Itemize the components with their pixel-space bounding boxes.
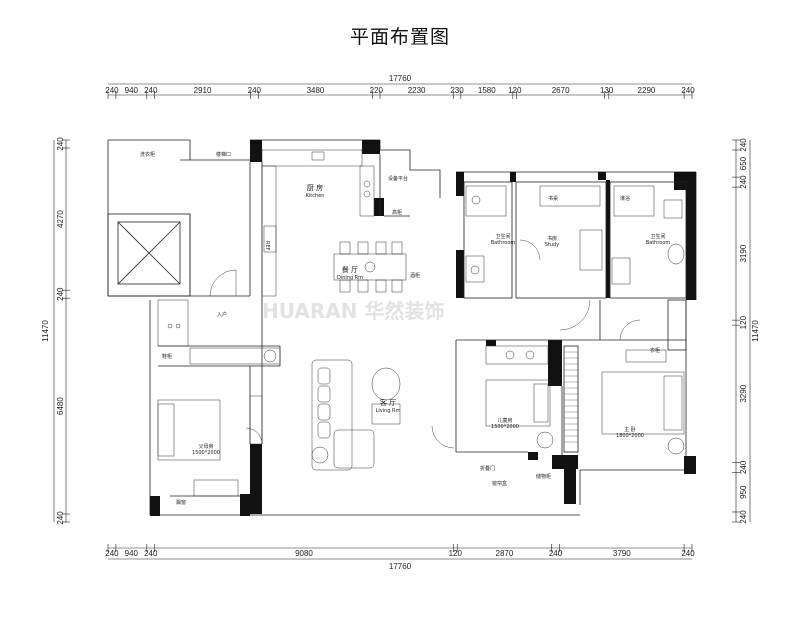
top-dim-segment-label: 240 [105, 86, 119, 95]
note-wash-shelf: 洗衣柜 [140, 151, 155, 158]
bed-left-size: 1500*2000 [192, 450, 220, 456]
bottom-dim-segment-label: 940 [125, 549, 139, 558]
stair-hatch [564, 351, 578, 443]
left-dim-segment-label: 240 [56, 137, 65, 151]
bath1-en: Bathroom [491, 240, 516, 246]
bottom-dim-segment-label: 240 [681, 549, 695, 558]
left-dim-segment-label: 6480 [56, 397, 65, 415]
bath2-en: Bathroom [646, 240, 671, 246]
right-dim-segment-label: 120 [739, 315, 748, 329]
note-desk: 书桌 [548, 195, 558, 202]
top-dim-segment-label: 2290 [638, 86, 656, 95]
bottom-dim-segment-label: 2870 [496, 549, 514, 558]
top-dim-segment-label: 240 [144, 86, 158, 95]
top-dim-segment-label: 230 [450, 86, 464, 95]
bathroom-fixtures [465, 185, 685, 285]
note-high-cabinet: 高柜 [392, 209, 402, 216]
bath2-label: 卫生间 [650, 233, 665, 240]
fridge-label: REF [264, 241, 270, 251]
note-wine: 酒柜 [410, 272, 420, 279]
bed-mid-size: 1500*2000 [491, 424, 519, 430]
living-sofa [311, 359, 401, 471]
study-en: Study [545, 242, 559, 248]
top-dimension [108, 83, 692, 96]
top-dim-segment-label: 220 [370, 86, 384, 95]
note-wardrobe: 衣柜 [650, 347, 660, 354]
bottom-dim-segment-label: 240 [144, 549, 158, 558]
bath1-label: 卫生间 [495, 233, 510, 240]
top-dim-segment-label: 240 [681, 86, 695, 95]
note-equip: 设备平台 [388, 175, 408, 182]
right-dimension-segments: 240 650 240 3190 120 3290 240 950 240 [732, 138, 748, 524]
top-dim-segment-label: 2670 [552, 86, 570, 95]
master-bedroom-furniture [601, 349, 685, 455]
bottom-dim-segment-label: 120 [449, 549, 463, 558]
bottom-dim-segment-label: 240 [105, 549, 119, 558]
right-dim-segment-label: 650 [739, 156, 748, 170]
left-dim-segment-label: 240 [56, 511, 65, 525]
bottom-dim-segment-label: 9080 [295, 549, 313, 558]
right-dim-segment-label: 240 [739, 510, 748, 524]
note-shoe: 鞋柜 [162, 353, 172, 360]
dining-en: Dining Rm [337, 275, 363, 281]
right-dim-segment-label: 950 [739, 485, 748, 499]
right-dim-segment-label: 240 [739, 138, 748, 152]
watermark: HUARAN 华然装饰 [262, 299, 444, 323]
inner-walls [107, 154, 687, 497]
top-dim-segment-label: 940 [125, 86, 139, 95]
left-dimension-segments: 240 4270 240 6480 240 [56, 137, 70, 525]
bed-mid-label: 儿童房 [497, 417, 512, 424]
note-bay: 飘窗 [176, 499, 186, 506]
middle-bedroom-furniture [485, 345, 554, 449]
bed-master-size: 1800*2000 [616, 433, 644, 439]
note-shower: 淋浴 [620, 195, 630, 202]
bottom-dimension [108, 547, 692, 560]
kitchen-en: Kitchen [306, 193, 325, 199]
left-bedroom-furniture [157, 299, 281, 497]
kitchen-label: 厨 房 [307, 183, 323, 192]
right-dim-segment-label: 3190 [739, 244, 748, 262]
top-dim-segment-label: 240 [248, 86, 262, 95]
note-storage: 储物柜 [536, 473, 551, 480]
right-dim-segment-label: 240 [739, 460, 748, 474]
bottom-total-dim: 17760 [389, 562, 412, 571]
right-dim-segment-label: 3290 [739, 384, 748, 402]
note-glass-door: 折叠门 [480, 465, 495, 472]
page-title: 平面布置图 [349, 26, 450, 48]
top-dim-segment-label: 120 [508, 86, 522, 95]
entrance-label: 入户 [217, 311, 227, 318]
bottom-dim-segment-label: 240 [549, 549, 563, 558]
top-dim-segment-label: 130 [600, 86, 614, 95]
top-dimension-segments: 240 940 240 2910 240 3480 220 2230 230 1580 120 267… [105, 86, 695, 99]
note-stair: 楼梯口 [216, 151, 231, 158]
left-dim-segment-label: 240 [56, 287, 65, 301]
fridge [263, 225, 277, 253]
right-total-dim: 11470 [751, 320, 760, 342]
dining-table [333, 241, 407, 293]
note-curtain: 窗帘盒 [492, 480, 507, 487]
top-dim-segment-label: 1580 [478, 86, 496, 95]
left-dim-segment-label: 4270 [56, 210, 65, 228]
top-total-dim: 17760 [389, 74, 412, 83]
living-en: Living Rm [376, 408, 401, 414]
bed-left-label: 父母房 [198, 443, 213, 450]
top-dim-segment-label: 2910 [194, 86, 212, 95]
bed-master-label: 主 卧 [624, 426, 636, 433]
right-dimension [735, 140, 751, 522]
study-label: 书房 [547, 235, 557, 242]
door-swings [209, 239, 641, 449]
kitchen-fixtures [261, 149, 375, 297]
top-dim-segment-label: 2230 [408, 86, 426, 95]
left-total-dim: 11470 [41, 320, 50, 342]
left-dimension [53, 140, 67, 522]
right-dim-segment-label: 240 [739, 175, 748, 189]
living-label: 客 厅 [380, 398, 396, 407]
structural-columns [150, 140, 696, 516]
bottom-dim-segment-label: 3790 [613, 549, 631, 558]
top-dim-segment-label: 3480 [307, 86, 325, 95]
bottom-dimension-segments: 240 940 240 9080 120 2870 240 3790 240 [105, 544, 695, 558]
dining-label: 餐 厅 [342, 265, 358, 274]
